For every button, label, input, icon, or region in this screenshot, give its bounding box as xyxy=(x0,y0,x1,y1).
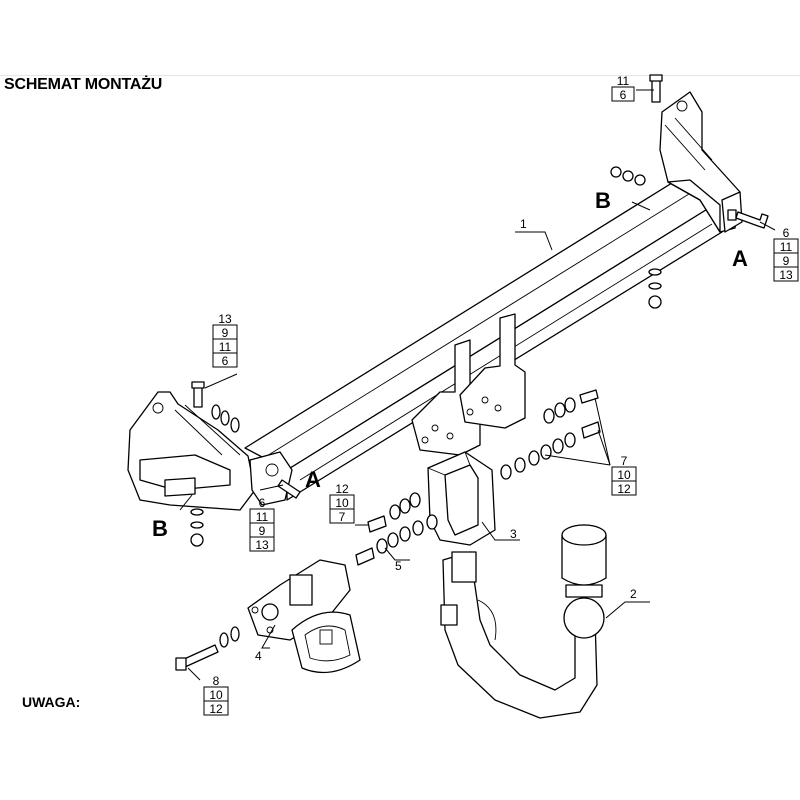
stack-box xyxy=(611,86,635,102)
letter-b-left: B xyxy=(152,516,168,541)
bolt-left-top xyxy=(191,381,205,408)
washers-left-top xyxy=(211,404,240,433)
part-label-5: 5 xyxy=(395,559,402,573)
washer-chain-mid-lower xyxy=(355,514,438,566)
part-label-3: 3 xyxy=(510,527,517,541)
part-label-2: 2 xyxy=(630,587,637,601)
stack-number: 12 xyxy=(617,482,631,496)
stack-number: 7 xyxy=(339,510,346,524)
stack-box xyxy=(212,352,238,368)
part-label-1: 1 xyxy=(520,217,527,231)
stack-number: 10 xyxy=(335,496,349,510)
stack-number: 8 xyxy=(213,674,220,688)
stack-box xyxy=(249,536,275,552)
nuts-right-upper xyxy=(610,166,646,186)
electric-socket xyxy=(291,611,361,674)
part-numbers: 1 2 3 4 5 xyxy=(255,217,637,663)
washer-chain-lower xyxy=(500,421,601,480)
nuts-left-bottom xyxy=(190,508,204,547)
stack-box xyxy=(611,480,637,496)
stack-number: 6 xyxy=(620,88,627,102)
stack-number: 11 xyxy=(780,240,793,254)
letter-a-right: A xyxy=(732,246,748,271)
stack-number: 12 xyxy=(335,482,349,496)
washer-chain-mid-upper xyxy=(367,492,421,533)
bolt-top xyxy=(649,74,663,103)
reference-letters: A A B B xyxy=(152,188,748,541)
stack-box xyxy=(773,266,799,282)
stack-number: 11 xyxy=(219,340,232,354)
stack-number: 6 xyxy=(259,496,266,510)
stack-number: 9 xyxy=(222,326,229,340)
part-label-4: 4 xyxy=(255,649,262,663)
stack-number: 10 xyxy=(209,688,223,702)
top-divider xyxy=(0,75,800,76)
letter-b-right: B xyxy=(595,188,611,213)
bolt-bottom xyxy=(175,626,240,671)
leader-lines xyxy=(179,89,776,681)
left-bracket xyxy=(127,391,293,511)
stack-number: 11 xyxy=(256,510,269,524)
ball-cover-cap xyxy=(561,524,607,586)
crossbar-beam xyxy=(244,177,723,501)
socket-plate xyxy=(247,559,351,641)
washer-chain-upper xyxy=(543,389,599,424)
center-mount-plates xyxy=(411,313,526,456)
stack-number: 10 xyxy=(617,468,631,482)
stack-number: 6 xyxy=(222,354,229,368)
towball-neck xyxy=(440,551,605,719)
note-label: UWAGA: xyxy=(22,694,81,710)
stack-number: 13 xyxy=(255,538,269,552)
stack-box xyxy=(203,700,229,716)
stack-number: 12 xyxy=(209,702,223,716)
stack-number: 13 xyxy=(218,312,232,326)
stack-number: 9 xyxy=(259,524,266,538)
stack-number: 13 xyxy=(779,268,793,282)
stack-box xyxy=(329,508,355,524)
stack-number: 9 xyxy=(783,254,790,268)
socket-housing xyxy=(427,451,496,546)
bolt-right xyxy=(735,211,769,229)
stack-number: 7 xyxy=(621,454,628,468)
nuts-right-lower xyxy=(648,268,662,309)
diagram-title: SCHEMAT MONTAŻU xyxy=(4,76,163,93)
bolt-left-side xyxy=(277,479,301,499)
letter-a-left: A xyxy=(305,467,321,492)
number-stack-top: 116 xyxy=(611,74,635,102)
right-bracket xyxy=(659,91,743,233)
stack-number: 11 xyxy=(617,74,630,88)
stack-number: 6 xyxy=(783,226,790,240)
